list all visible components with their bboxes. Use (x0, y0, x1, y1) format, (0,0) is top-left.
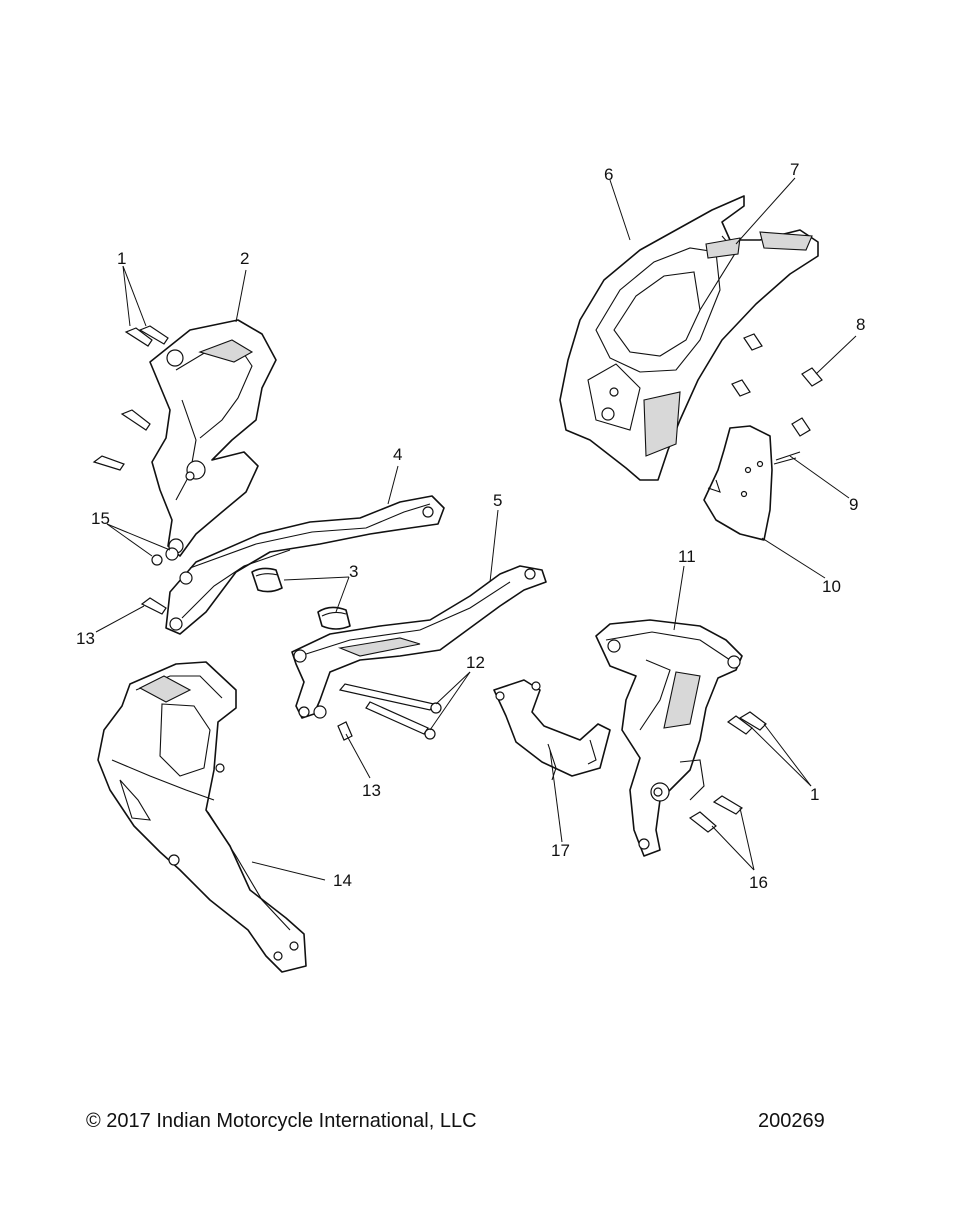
part-9-clip (773, 451, 801, 465)
leader-lines (95, 177, 857, 881)
copyright-notice: © 2017 Indian Motorcycle International, … (86, 1110, 477, 1132)
callout-15: 15 (91, 509, 110, 528)
part-11-right-bracket (595, 619, 743, 857)
part-17-small-bracket (493, 679, 611, 781)
callout-11: 11 (678, 547, 696, 566)
part-5-lower-arm (291, 565, 547, 719)
callout-17: 17 (551, 841, 570, 860)
callout-1: 1 (117, 249, 126, 268)
callout-14: 14 (333, 871, 352, 890)
part-10-mud-flap (703, 425, 773, 541)
part-6-rear-fender (559, 195, 819, 481)
callout-12: 12 (466, 653, 485, 672)
callout-3: 3 (349, 562, 358, 581)
callout-13-left: 13 (76, 629, 95, 648)
part-2-left-bracket (149, 319, 277, 557)
callout-13-center: 13 (362, 781, 381, 800)
part-8-bolts (731, 333, 823, 437)
callout-1-right: 1 (810, 785, 819, 804)
callout-6: 6 (604, 165, 613, 184)
callout-4: 4 (393, 445, 402, 464)
washer-15-icon (151, 554, 163, 566)
callout-5: 5 (493, 491, 502, 510)
callout-2: 2 (240, 249, 249, 268)
document-number: 200269 (758, 1110, 825, 1132)
part-4-upper-arm (165, 495, 445, 635)
part-14-left-cover (97, 661, 307, 973)
callout-8: 8 (856, 315, 865, 334)
callout-labels: 1 2 3 4 5 6 7 8 9 10 11 12 13 14 15 16 1… (76, 160, 865, 892)
callout-10: 10 (822, 577, 841, 596)
bolts-group-1-left (92, 325, 179, 615)
callout-7: 7 (790, 160, 799, 179)
callout-16: 16 (749, 873, 768, 892)
part-3-bushings (251, 567, 351, 630)
part-12-long-bolts (337, 683, 442, 741)
callout-9: 9 (849, 495, 858, 514)
bolts-group-1-right-and-16 (688, 711, 767, 833)
part-7-reflector (705, 237, 741, 259)
